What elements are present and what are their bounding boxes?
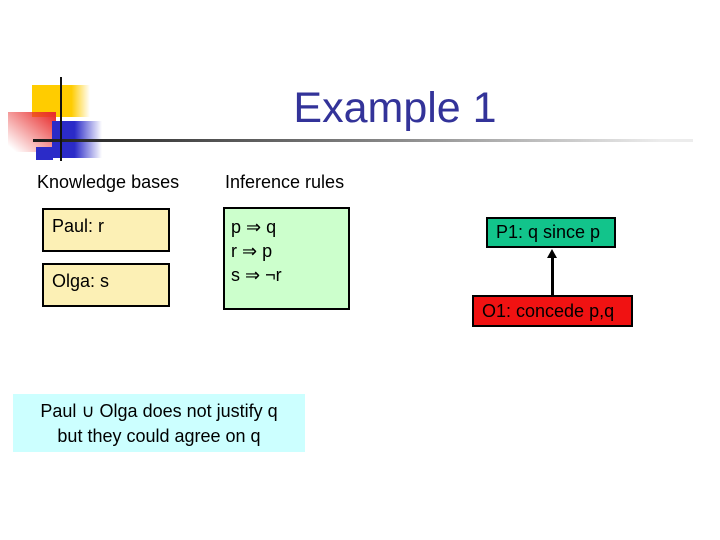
inference-rule-line: r ⇒ p <box>231 241 273 261</box>
title-underline-rule <box>33 139 693 142</box>
note-line-1: Paul ∪ Olga does not justify q <box>40 401 278 421</box>
proponent-move-box: P1: q since p <box>486 217 616 248</box>
inference-rules-box: p ⇒ q r ⇒ p s ⇒ ¬r <box>223 207 350 310</box>
opponent-move-box: O1: concede p,q <box>472 295 633 327</box>
inference-rule-line: s ⇒ ¬r <box>231 265 282 285</box>
reply-arrow-icon <box>546 249 558 295</box>
inference-rules-label: Inference rules <box>225 172 345 192</box>
slide-title: Example 1 <box>293 84 497 132</box>
reply-arrow-head <box>547 249 557 258</box>
logo-vertical-line <box>60 77 62 161</box>
note-box: Paul ∪ Olga does not justify q but they … <box>13 394 305 452</box>
logo-red-square <box>8 112 56 152</box>
knowledge-bases-label: Knowledge bases <box>37 172 180 192</box>
proponent-move-label: P1: q since p <box>496 222 601 242</box>
logo-blue-square-small <box>36 147 53 160</box>
knowledge-base-box-paul: Paul: r <box>42 208 170 252</box>
knowledge-base-box-olga-label: Olga: s <box>52 271 110 291</box>
opponent-move-label: O1: concede p,q <box>482 300 615 321</box>
inference-rule-line: p ⇒ q <box>231 217 277 237</box>
knowledge-base-box-paul-label: Paul: r <box>52 216 105 236</box>
note-line-2: but they could agree on q <box>57 426 261 446</box>
reply-arrow-shaft <box>551 256 554 295</box>
knowledge-base-box-olga: Olga: s <box>42 263 170 307</box>
